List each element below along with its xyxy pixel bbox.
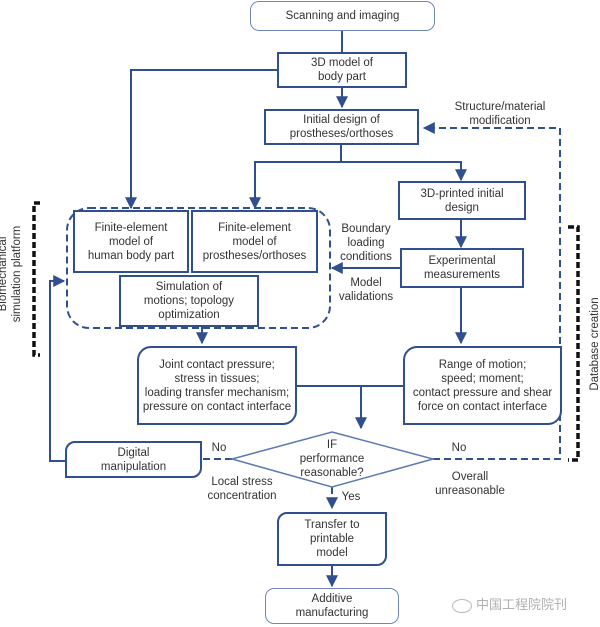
node-experimental: Experimental measurements: [400, 248, 524, 288]
label-yes: Yes: [341, 491, 361, 503]
edge-digital-to-sim: [49, 275, 66, 462]
label-boundary-conditions: Boundary loading conditions: [340, 223, 392, 263]
node-fe-prosthesis: Finite-element model of prostheses/ortho…: [191, 210, 318, 273]
edge-model-to-fe-body: [125, 69, 277, 210]
wechat-icon: [452, 598, 472, 613]
node-printed-initial: 3D-printed initial design: [398, 181, 526, 220]
bracket-right: [568, 225, 580, 462]
bracket-label-database: Database creation: [589, 297, 600, 391]
node-fe-body: Finite-element model of human body part: [73, 210, 189, 273]
label-no-right: No: [451, 442, 467, 454]
node-scanning: Scanning and imaging: [250, 1, 435, 31]
decision-diamond: [229, 431, 436, 488]
label-no-left: No: [211, 442, 227, 454]
label-local-stress: Local stress concentration: [207, 476, 277, 502]
node-additive: Additive manufacturing: [265, 588, 399, 624]
watermark-text: 中国工程院院刊: [476, 597, 568, 612]
node-digital-manipulation: Digital manipulation: [65, 441, 202, 478]
label-overall-unreasonable: Overall unreasonable: [435, 471, 505, 497]
node-initial-design: Initial design of prostheses/orthoses: [264, 109, 419, 145]
node-transfer: Transfer to printable model: [277, 512, 387, 566]
label-structure-modification: Structure/material modification: [454, 101, 546, 127]
watermark: 中国工程院院刊: [452, 594, 567, 613]
bracket-left: [32, 201, 40, 357]
label-model-validations: Model validations: [338, 277, 394, 303]
edge-design-to-printed: [341, 161, 467, 182]
node-sim-outputs: Joint contact pressure; stress in tissue…: [137, 346, 297, 425]
decision-text: IF performance reasonable?: [299, 439, 365, 479]
edge-design-to-fe-prosthesis: [249, 161, 341, 210]
node-simulation: Simulation of motions; topology optimiza…: [119, 275, 259, 327]
simulation-group-boundary: [66, 207, 331, 329]
node-exp-outputs: Range of motion; speed; moment; contact …: [403, 346, 562, 425]
node-3d-model: 3D model of body part: [277, 52, 407, 88]
edge-decision-no-right: [422, 122, 561, 460]
bracket-label-biomechanical: Biomechanical simulation platform: [0, 225, 23, 323]
